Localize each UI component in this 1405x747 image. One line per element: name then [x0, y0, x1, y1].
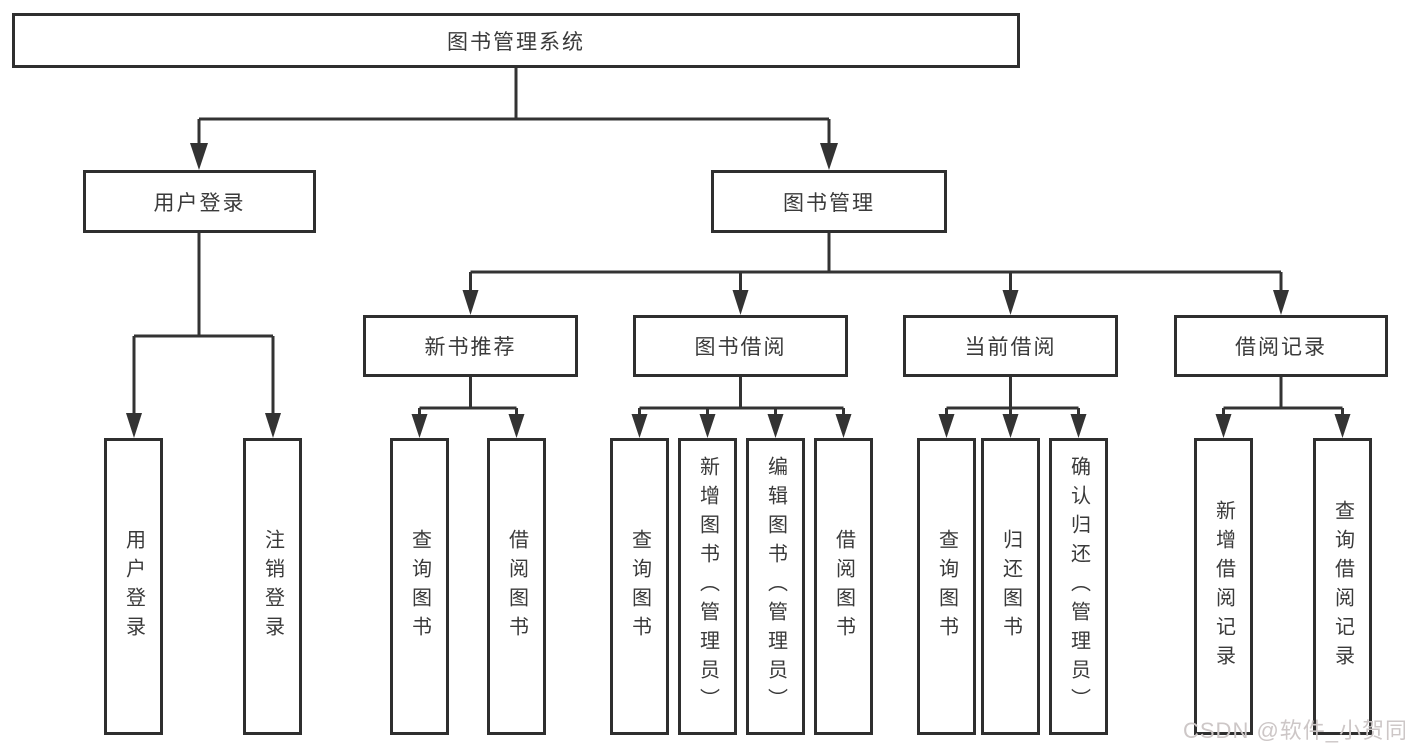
leaf-newbook-borrow-books: 借阅图书: [487, 438, 546, 735]
node-borrow-records: 借阅记录: [1174, 315, 1388, 377]
node-book-management: 图书管理: [711, 170, 947, 233]
leaf-records-add-borrow-record: 新增借阅记录: [1194, 438, 1253, 735]
node-book-borrow: 图书借阅: [633, 315, 848, 377]
node-library-management-system: 图书管理系统: [12, 13, 1020, 68]
leaf-newbook-query-books: 查询图书: [390, 438, 449, 735]
node-user-login: 用户登录: [83, 170, 316, 233]
csdn-watermark: CSDN @软件_小贺同学: [1183, 718, 1405, 743]
leaf-current-return-books: 归还图书: [981, 438, 1040, 735]
node-new-book-recommend: 新书推荐: [363, 315, 578, 377]
leaf-current-confirm-return-admin: 确认归还（管理员）: [1049, 438, 1108, 735]
node-current-borrow: 当前借阅: [903, 315, 1118, 377]
leaf-user-login: 用户登录: [104, 438, 163, 735]
leaf-borrow-borrow-books: 借阅图书: [814, 438, 873, 735]
leaf-logout: 注销登录: [243, 438, 302, 735]
leaf-borrow-add-books-admin: 新增图书（管理员）: [678, 438, 737, 735]
arrowhead-icons: [126, 143, 1351, 438]
leaf-records-query-borrow-record: 查询借阅记录: [1313, 438, 1372, 735]
leaf-current-query-books: 查询图书: [917, 438, 976, 735]
leaf-borrow-edit-books-admin: 编辑图书（管理员）: [746, 438, 805, 735]
leaf-borrow-query-books: 查询图书: [610, 438, 669, 735]
